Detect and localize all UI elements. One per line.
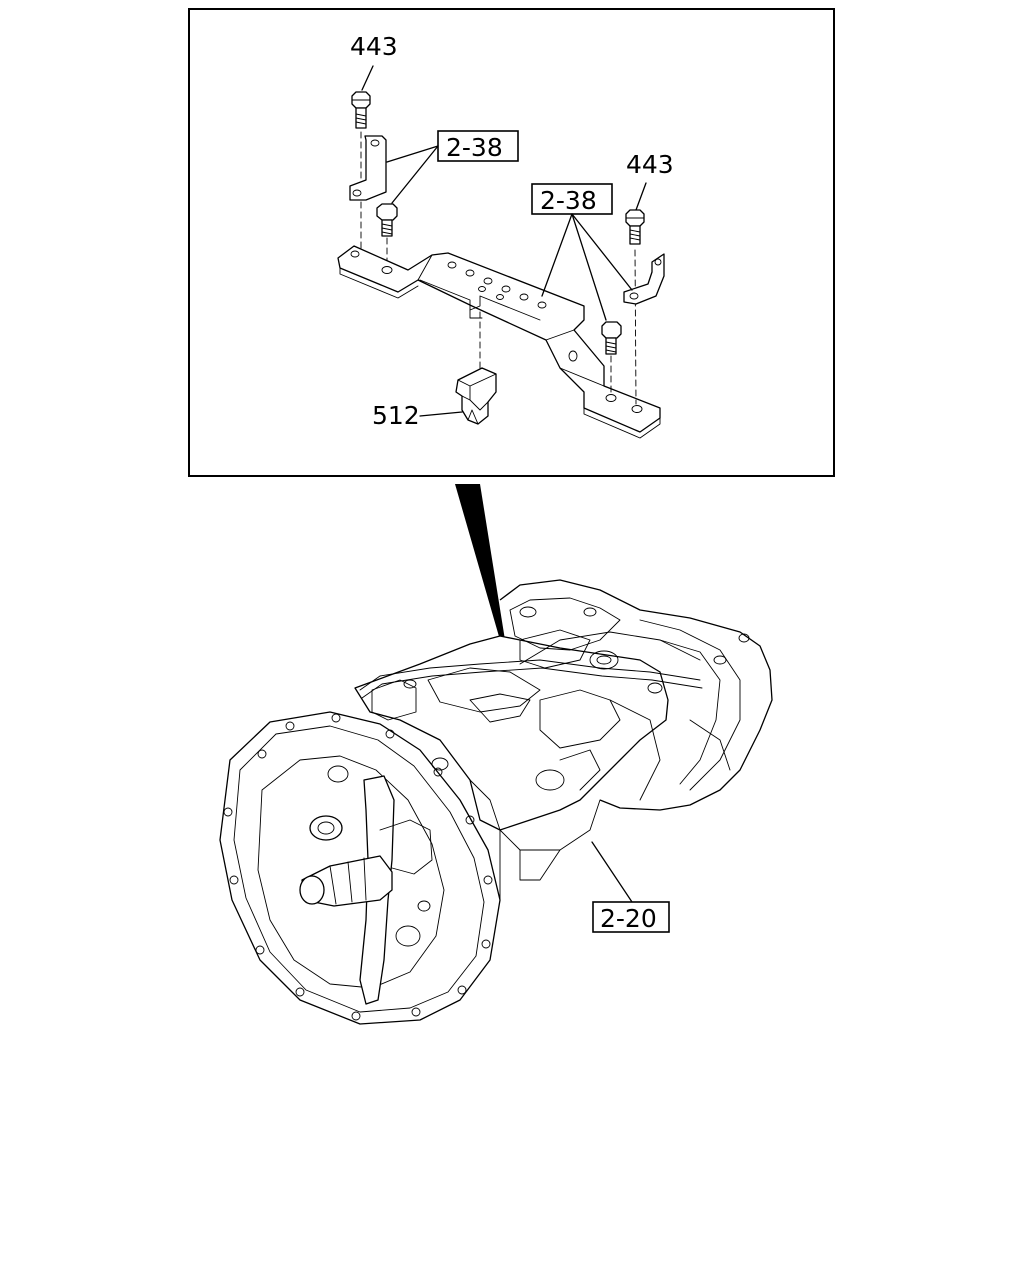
small-bracket-icon — [349, 135, 387, 201]
ref-box-2-20 — [592, 901, 670, 933]
leader-line — [571, 213, 633, 291]
leader-line — [386, 145, 439, 163]
leader-line — [391, 145, 439, 204]
bolt-icon — [376, 203, 398, 263]
leader-line — [541, 213, 573, 297]
bolt-icon — [351, 91, 371, 251]
callout-443-left: 443 — [350, 32, 398, 61]
bolt-icon — [625, 209, 645, 405]
detail-inset-frame — [188, 8, 835, 477]
leader-line — [635, 182, 647, 211]
leader-line — [361, 65, 374, 91]
leader-line — [571, 213, 607, 321]
ref-box-2-38-left — [437, 130, 519, 162]
transmission-assembly-icon — [219, 579, 773, 1025]
callout-2-38-left: 2-38 — [446, 133, 503, 162]
leader-line — [419, 411, 463, 417]
ref-box-2-38-right — [531, 183, 613, 215]
callout-2-38-right: 2-38 — [540, 186, 597, 215]
crossmember-bracket-icon — [337, 245, 661, 439]
leader-line — [591, 841, 633, 903]
location-pointer — [455, 484, 505, 640]
callout-2-20: 2-20 — [600, 904, 657, 933]
callout-512: 512 — [372, 401, 420, 430]
callout-443-right: 443 — [626, 150, 674, 179]
rubber-mount-icon — [455, 367, 497, 425]
small-bracket-icon — [623, 253, 665, 305]
bolt-icon — [601, 321, 622, 393]
